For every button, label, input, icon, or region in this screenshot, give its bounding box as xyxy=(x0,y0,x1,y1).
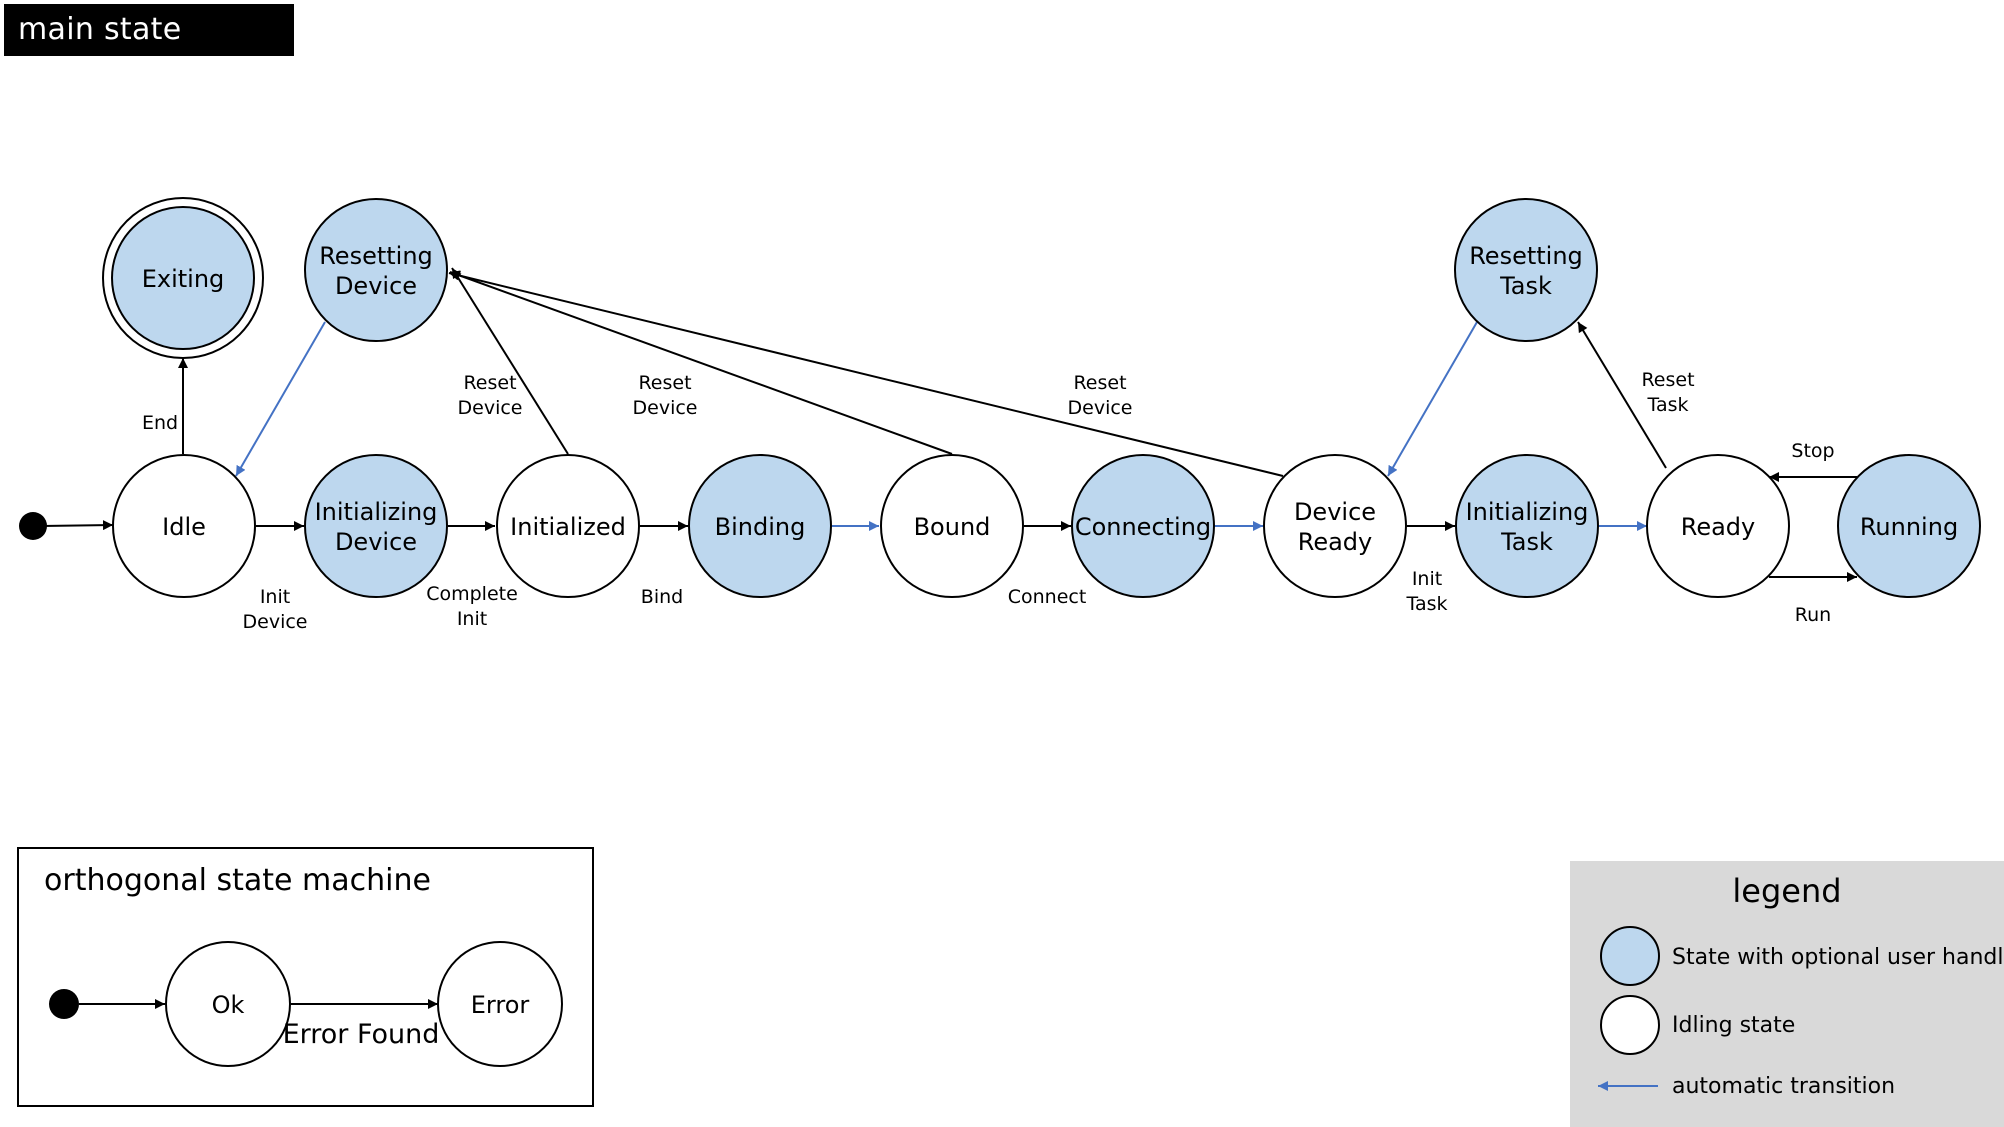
label-reset-task-1: Reset xyxy=(1641,369,1694,391)
state-ok: Ok xyxy=(165,941,291,1067)
state-resetting-task: Resetting Task xyxy=(1454,198,1598,342)
main-title: main state machine xyxy=(4,4,294,99)
state-running-label: Running xyxy=(1860,513,1958,541)
state-device-ready-label-2: Ready xyxy=(1298,528,1373,556)
state-binding-label: Binding xyxy=(715,513,806,541)
label-reset-device-3-line1: Reset xyxy=(1073,372,1126,394)
label-init-task-1: Init xyxy=(1412,568,1442,590)
label-reset-device-2-line1: Reset xyxy=(638,372,691,394)
label-complete-init-1: Complete xyxy=(426,583,518,605)
initial-state-dot xyxy=(19,512,47,540)
state-connecting-label: Connecting xyxy=(1075,513,1211,541)
orthogonal-state-machine: orthogonal state machine Ok Error Error … xyxy=(17,847,594,1107)
legend-idle-swatch xyxy=(1600,995,1660,1055)
label-connect: Connect xyxy=(1008,586,1087,608)
state-initializing-task-label-2: Task xyxy=(1500,528,1553,556)
legend-title: legend xyxy=(1732,872,1841,910)
state-resetting-device-label-1: Resetting xyxy=(319,242,433,270)
transitions xyxy=(41,267,1857,582)
label-reset-device-1-line1: Reset xyxy=(463,372,516,394)
state-device-ready: Device Ready xyxy=(1263,454,1407,598)
initial-transition-arrow xyxy=(41,520,114,531)
state-resetting-task-label-2: Task xyxy=(1499,272,1552,300)
reset-device-from-initialized-arrow xyxy=(451,267,569,455)
reset-device-from-bound-arrow xyxy=(449,270,953,455)
legend: legend State with optional user handler … xyxy=(1570,861,2004,1127)
legend-background xyxy=(1570,861,2004,1127)
state-exiting-label: Exiting xyxy=(142,265,225,293)
state-initializing-device: Initializing Device xyxy=(304,454,448,598)
label-run: Run xyxy=(1795,604,1831,626)
label-reset-device-3-line2: Device xyxy=(1068,397,1133,419)
state-idle-label: Idle xyxy=(162,513,206,541)
state-ok-label: Ok xyxy=(212,991,245,1019)
label-reset-device-2-line2: Device xyxy=(633,397,698,419)
state-initializing-device-label-2: Device xyxy=(335,528,417,556)
transition-labels: End Init Device Complete Init Bind Conne… xyxy=(142,369,1835,633)
reset-device-from-deviceready-arrow xyxy=(448,270,1284,477)
state-initialized-label: Initialized xyxy=(510,513,626,541)
orthogonal-initial-dot xyxy=(49,989,79,1019)
auto-resettingdevice-idle-arrow xyxy=(235,321,326,477)
state-error-label: Error xyxy=(471,991,530,1019)
states: Exiting Resetting Device Idle Initializi… xyxy=(102,197,1981,598)
legend-handler-swatch xyxy=(1600,926,1660,986)
label-reset-task-2: Task xyxy=(1646,394,1688,416)
state-connecting: Connecting xyxy=(1071,454,1215,598)
state-bound: Bound xyxy=(880,454,1024,598)
state-running: Running xyxy=(1837,454,1981,598)
state-error: Error xyxy=(437,941,563,1067)
label-bind: Bind xyxy=(641,586,683,608)
state-initialized: Initialized xyxy=(496,454,640,598)
label-reset-device-1-line2: Device xyxy=(458,397,523,419)
state-initializing-task-label-1: Initializing xyxy=(1466,498,1589,526)
legend-idle-label: Idling state xyxy=(1672,1013,1795,1038)
legend-auto-label: automatic transition xyxy=(1672,1074,1895,1099)
state-resetting-task-label-1: Resetting xyxy=(1469,242,1583,270)
state-device-ready-label-1: Device xyxy=(1294,498,1376,526)
state-resetting-device-label-2: Device xyxy=(335,272,417,300)
state-resetting-device: Resetting Device xyxy=(304,198,448,342)
state-idle: Idle xyxy=(112,454,256,598)
label-end: End xyxy=(142,412,178,434)
auto-resettingtask-deviceready-arrow xyxy=(1387,321,1478,477)
reset-task-arrow xyxy=(1577,321,1667,469)
state-exiting: Exiting xyxy=(102,197,264,359)
label-error-found: Error Found xyxy=(283,1019,440,1050)
label-stop: Stop xyxy=(1791,440,1834,462)
state-initializing-task: Initializing Task xyxy=(1455,454,1599,598)
orthogonal-title: orthogonal state machine xyxy=(44,863,431,898)
label-complete-init-2: Init xyxy=(457,608,487,630)
state-binding: Binding xyxy=(688,454,832,598)
label-init-task-2: Task xyxy=(1405,593,1447,615)
state-ready-label: Ready xyxy=(1681,513,1756,541)
state-initializing-device-label-1: Initializing xyxy=(315,498,438,526)
state-ready: Ready xyxy=(1646,454,1790,598)
state-bound-label: Bound xyxy=(914,513,991,541)
label-init-device-2: Device xyxy=(243,611,308,633)
label-init-device-1: Init xyxy=(260,586,290,608)
legend-handler-label: State with optional user handler xyxy=(1672,945,2004,970)
